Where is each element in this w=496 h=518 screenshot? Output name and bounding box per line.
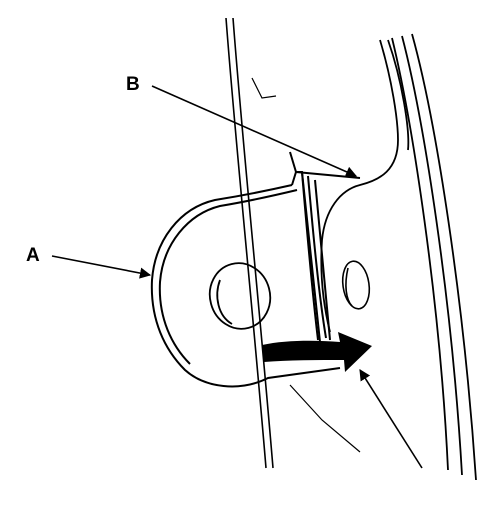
panel-details: [251, 77, 361, 453]
callout-a-leader: [51, 255, 152, 279]
direction-arrow: [262, 332, 372, 372]
callout-b-label: B: [126, 74, 140, 95]
arrow-leader-line: [359, 369, 423, 469]
callout-a-label: A: [26, 245, 40, 266]
panel-b: [320, 33, 477, 481]
bracket-a-hole: [208, 262, 272, 330]
panel-left-edge: [225, 17, 274, 469]
panel-b-hole: [341, 260, 371, 310]
bracket-a: [150, 151, 361, 388]
callout-b-leader: [151, 85, 358, 178]
